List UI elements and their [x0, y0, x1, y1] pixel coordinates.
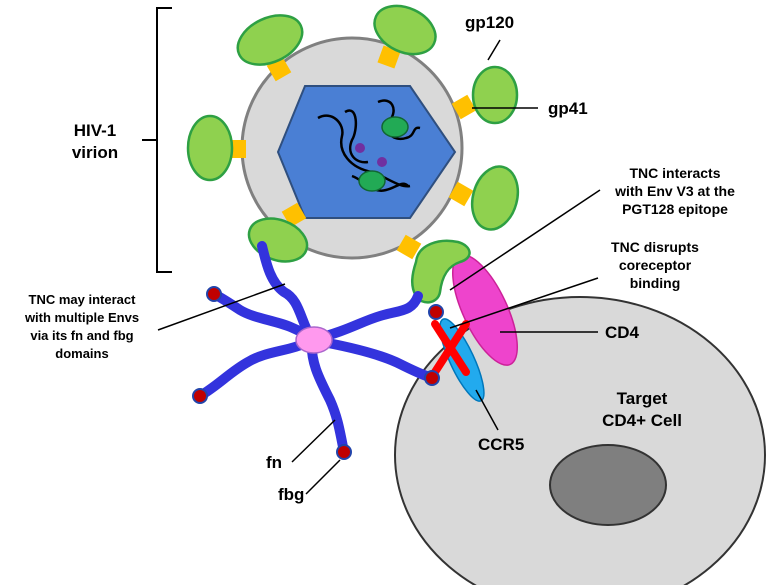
- tnc-multi-label-line4: domains: [55, 346, 108, 361]
- hiv-virion: [240, 36, 464, 260]
- target-label-line1: Target: [617, 389, 668, 408]
- capsid: [276, 85, 457, 219]
- tnc-multi-label-line1: TNC may interact: [29, 292, 137, 307]
- fbg-label: fbg: [278, 485, 304, 504]
- tnc-disrupts-label-line2: coreceptor: [619, 257, 692, 273]
- tnc-v3-label-line1: TNC interacts: [629, 165, 720, 181]
- cd4-label: CD4: [605, 323, 640, 342]
- tnc-disrupts-label-line1: TNC disrupts: [611, 239, 699, 255]
- leader-lines: [157, 39, 601, 495]
- fn-label: fn: [266, 453, 282, 472]
- env-spikes: [186, 4, 520, 263]
- block-x: [431, 320, 470, 376]
- target-cell: [394, 296, 766, 585]
- fbg-knobs: [192, 286, 444, 460]
- tnc-v3-label-line3: PGT128 epitope: [622, 201, 728, 217]
- tnc-center: [295, 326, 333, 354]
- tnc-disrupts-label-line3: binding: [630, 275, 681, 291]
- tnc-multi-label-line3: via its fn and fbg: [30, 328, 133, 343]
- virion-label-line2: virion: [72, 143, 118, 162]
- virion-bracket: [142, 7, 172, 273]
- tnc-v3-label-line2: with Env V3 at the: [614, 183, 735, 199]
- virion-label-line1: HIV-1: [74, 121, 117, 140]
- nucleus: [549, 444, 667, 526]
- tnc-multi-label-line2: with multiple Envs: [24, 310, 139, 325]
- gp41-label: gp41: [548, 99, 588, 118]
- target-label-line2: CD4+ Cell: [602, 411, 682, 430]
- gp120-label: gp120: [465, 13, 514, 32]
- ccr5-label: CCR5: [478, 435, 524, 454]
